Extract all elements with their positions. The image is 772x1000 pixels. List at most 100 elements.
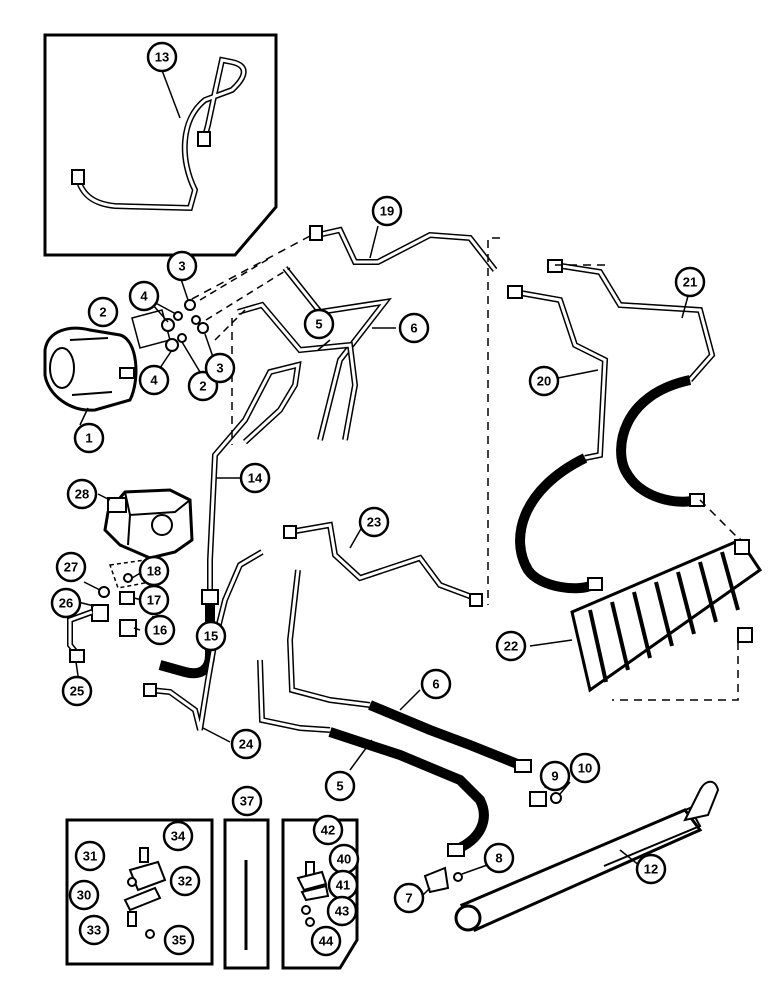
callout-number: 34: [171, 829, 186, 844]
callout-c20: 20: [528, 365, 560, 397]
callout-number: 28: [75, 487, 89, 502]
callout-c22: 22: [495, 630, 527, 662]
callout-c6b: 6: [420, 668, 452, 700]
fittings-7-10: [419, 775, 571, 899]
callout-number: 18: [147, 564, 161, 579]
callout-circle: [420, 668, 452, 700]
callout-circle: [166, 250, 198, 282]
callout-number: 12: [644, 862, 658, 877]
callout-circle: [230, 728, 262, 760]
callout-circle: [163, 924, 195, 956]
callout-circle: [569, 752, 601, 784]
callout-circle: [138, 555, 170, 587]
callout-c35: 35: [163, 924, 195, 956]
callout-number: 6: [432, 677, 439, 692]
callout-number: 3: [178, 259, 185, 274]
tube-21: [547, 259, 716, 507]
callout-number: 5: [315, 317, 322, 332]
callout-c42: 42: [312, 814, 344, 846]
callout-number: 20: [537, 374, 551, 389]
callout-circle: [73, 422, 105, 454]
callout-circle: [371, 195, 403, 227]
callout-c17: 17: [138, 584, 170, 616]
tube-24: [143, 549, 264, 743]
callout-circle: [204, 352, 236, 384]
callout-c9: 9: [539, 760, 571, 792]
oil-cooler-22: [529, 538, 763, 693]
callout-c26: 26: [50, 587, 82, 619]
callout-number: 5: [336, 779, 343, 794]
callout-number: 31: [83, 849, 97, 864]
callout-number: 25: [70, 684, 84, 699]
fittings-16-18-26-27: [67, 559, 151, 677]
callout-number: 27: [64, 560, 78, 575]
callout-number: 40: [337, 852, 351, 867]
callout-c5a: 5: [303, 308, 335, 340]
callout-c16: 16: [144, 614, 176, 646]
callout-c14: 14: [239, 462, 271, 494]
callout-circle: [528, 365, 560, 397]
callout-number: 15: [204, 629, 218, 644]
callout-circle: [128, 280, 160, 312]
callout-circle: [231, 785, 263, 817]
callout-circle: [324, 770, 356, 802]
callout-c30: 30: [68, 879, 100, 911]
callout-c10: 10: [569, 752, 601, 784]
callout-c4b: 4: [138, 364, 170, 396]
callout-number: 8: [495, 851, 502, 866]
tube-20: [507, 285, 609, 594]
cylinder-12: [454, 780, 720, 932]
callout-circle: [66, 478, 98, 510]
callout-circle: [61, 675, 93, 707]
callout-c37: 37: [231, 785, 263, 817]
callout-circle: [146, 41, 178, 73]
callout-circle: [195, 620, 227, 652]
valve-28: [97, 488, 194, 560]
callout-c13: 13: [146, 41, 178, 73]
callout-number: 32: [178, 874, 192, 889]
callout-c15: 15: [195, 620, 227, 652]
hardware-kit-box-40-44: [281, 818, 359, 970]
tube-14: [207, 360, 302, 600]
callout-c27: 27: [55, 551, 87, 583]
callout-circle: [303, 308, 335, 340]
callout-number: 17: [147, 593, 161, 608]
callout-circle: [169, 865, 201, 897]
callout-circle: [635, 853, 667, 885]
callout-c2a: 2: [87, 296, 119, 328]
callout-number: 43: [335, 904, 349, 919]
callout-number: 14: [248, 471, 263, 486]
callout-number: 13: [155, 50, 169, 65]
callout-number: 19: [380, 204, 394, 219]
callout-number: 23: [367, 515, 381, 530]
callout-c41: 41: [327, 869, 359, 901]
callout-circle: [144, 614, 176, 646]
callout-circle: [310, 925, 342, 957]
callout-c24: 24: [230, 728, 262, 760]
callout-c40: 40: [328, 843, 360, 875]
callout-circle: [239, 462, 271, 494]
callout-number: 22: [504, 639, 518, 654]
callout-circle: [68, 879, 100, 911]
callout-circle: [138, 364, 170, 396]
callout-c8: 8: [483, 842, 515, 874]
callout-c32: 32: [169, 865, 201, 897]
callout-c23: 23: [358, 506, 390, 538]
callout-circle: [483, 842, 515, 874]
callout-circle: [87, 296, 119, 328]
callout-c3b: 3: [204, 352, 236, 384]
callout-c3a: 3: [166, 250, 198, 282]
callout-number: 26: [59, 596, 73, 611]
hardware-kit-box-30-35: [65, 818, 214, 966]
callout-number: 4: [150, 373, 158, 388]
callout-circle: [78, 914, 110, 946]
callout-number: 35: [172, 933, 186, 948]
tube-23: [283, 521, 483, 607]
callout-c7: 7: [393, 882, 425, 914]
callout-number: 16: [153, 623, 167, 638]
callout-c5b: 5: [324, 770, 356, 802]
callout-c34: 34: [162, 820, 194, 852]
callout-circle: [326, 895, 358, 927]
callout-number: 2: [199, 379, 206, 394]
